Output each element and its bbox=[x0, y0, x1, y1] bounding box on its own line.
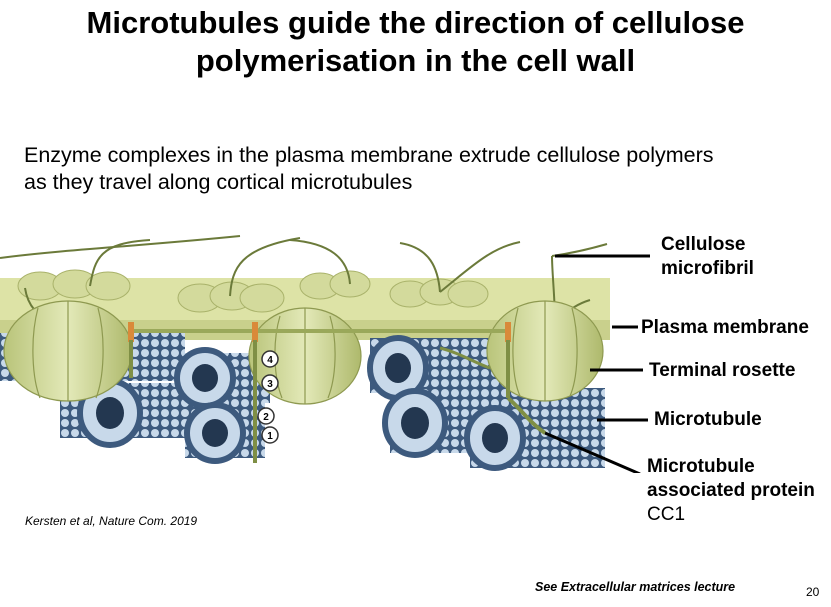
step-marker-2: 2 bbox=[257, 407, 275, 425]
cellulose-synthesis-diagram: 4 3 2 1 bbox=[0, 235, 650, 473]
title-line-1: Microtubules guide the direction of cell… bbox=[86, 5, 745, 40]
step-markers: 4 3 2 1 bbox=[257, 350, 279, 444]
svg-text:3: 3 bbox=[267, 379, 273, 390]
footer-note: See Extracellular matrices lecture bbox=[535, 580, 736, 594]
slide-subtitle: Enzyme complexes in the plasma membrane … bbox=[24, 142, 814, 196]
cellulose-microfibrils bbox=[0, 235, 608, 324]
label-microtubule-associated-protein: Microtubule associated protein CC1 bbox=[647, 456, 815, 525]
label-plasma-membrane: Plasma membrane bbox=[641, 317, 809, 338]
step-marker-3: 3 bbox=[261, 374, 279, 392]
title-line-2: polymerisation in the cell wall bbox=[195, 43, 636, 78]
step-marker-4: 4 bbox=[261, 350, 279, 368]
svg-text:1: 1 bbox=[267, 431, 273, 442]
subtitle-line-1: Enzyme complexes in the plasma membrane … bbox=[24, 143, 714, 167]
leader-lines bbox=[544, 254, 650, 473]
label-cellulose-microfibril: Cellulose microfibril bbox=[661, 234, 754, 279]
step-marker-1: 1 bbox=[261, 426, 279, 444]
label-microtubule: Microtubule bbox=[654, 409, 762, 430]
citation: Kersten et al, Nature Com. 2019 bbox=[25, 514, 198, 528]
svg-text:2: 2 bbox=[263, 412, 269, 423]
label-terminal-rosette: Terminal rosette bbox=[649, 360, 796, 381]
subtitle-line-2: as they travel along cortical microtubul… bbox=[24, 170, 413, 194]
page-number: 20 bbox=[806, 585, 820, 599]
terminal-rosettes bbox=[3, 300, 604, 405]
slide-title: Microtubules guide the direction of cell… bbox=[0, 4, 831, 80]
svg-text:4: 4 bbox=[267, 355, 273, 366]
linker-proteins bbox=[128, 322, 547, 463]
